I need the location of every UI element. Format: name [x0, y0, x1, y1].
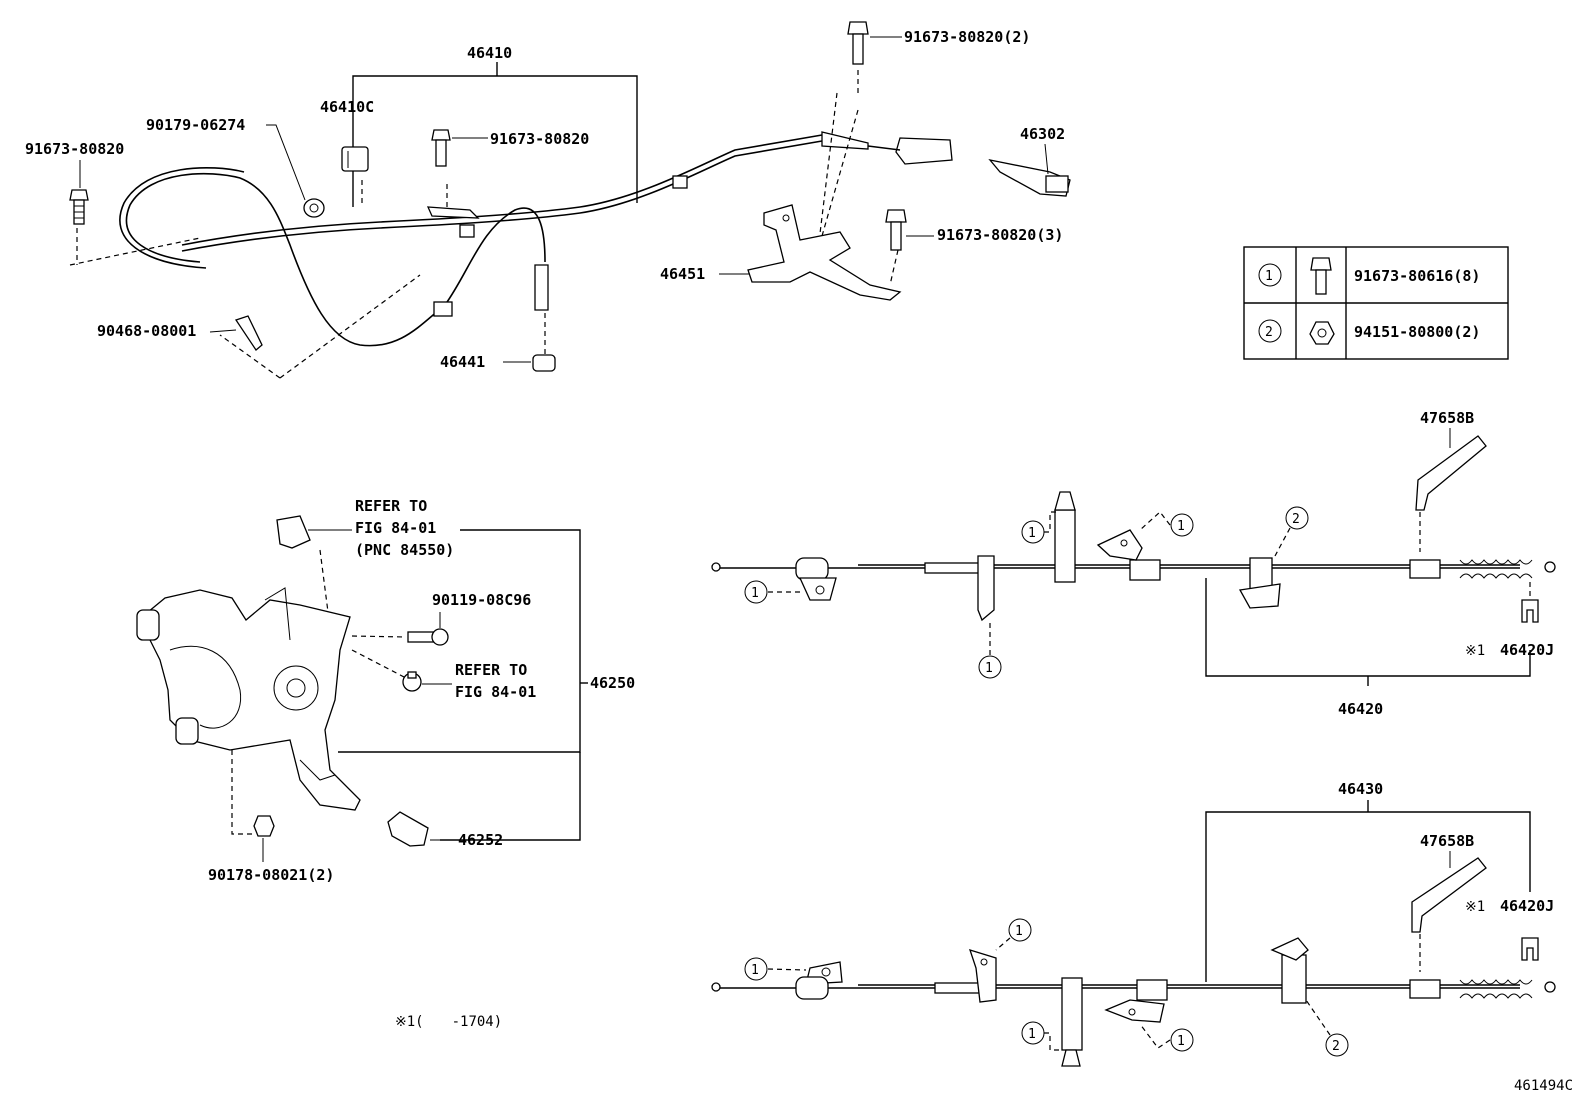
- label-46252[interactable]: 46252: [458, 831, 503, 849]
- nut-icon: [1309, 321, 1335, 345]
- label-46410[interactable]: 46410: [467, 44, 512, 62]
- callout-46430-2: 2: [1305, 999, 1349, 1057]
- svg-text:1: 1: [1028, 1027, 1036, 1042]
- label-91673-mid[interactable]: 91673-80820: [490, 130, 589, 148]
- svg-text:2: 2: [1332, 1039, 1340, 1054]
- bolt-91673-mid[interactable]: [431, 129, 451, 167]
- callout-46420-1d: 1: [1139, 511, 1194, 537]
- connector-46302[interactable]: [988, 159, 1071, 197]
- svg-text:1: 1: [985, 661, 993, 676]
- legend-part-2[interactable]: 94151-80800(2): [1354, 323, 1480, 341]
- label-46420[interactable]: 46420: [1338, 700, 1383, 718]
- label-91673-right3[interactable]: 91673-80820(3): [937, 226, 1063, 244]
- label-90178[interactable]: 90178-08021(2): [208, 866, 334, 884]
- label-46302[interactable]: 46302: [1020, 125, 1065, 143]
- refer-2-line1: REFER TO: [455, 661, 527, 679]
- mark-1-b: ※1: [1465, 899, 1485, 915]
- callout-46430-1a: 1: [744, 957, 807, 981]
- bolt-icon: [1310, 257, 1332, 295]
- label-47658B-a[interactable]: 47658B: [1420, 409, 1474, 427]
- bracket-46451[interactable]: [747, 204, 902, 301]
- clip-47658B-b[interactable]: [1411, 857, 1487, 933]
- pad-46252[interactable]: [387, 811, 429, 847]
- nut-90178[interactable]: [253, 815, 275, 837]
- nut-46441[interactable]: [532, 264, 556, 372]
- legend-num-1: 1: [1265, 269, 1273, 284]
- callout-46420-1b: 1: [978, 620, 1002, 679]
- clip-46420J-a[interactable]: [1521, 599, 1539, 623]
- label-46451[interactable]: 46451: [660, 265, 705, 283]
- callout-46430-1d: 1: [1139, 1023, 1194, 1052]
- diagram-id: 461494C: [1514, 1078, 1573, 1094]
- refer-2-line2: FIG 84-01: [455, 683, 536, 701]
- clip-90179[interactable]: [303, 198, 325, 218]
- bolt-91673-left[interactable]: [69, 189, 89, 225]
- bolt-90119[interactable]: [407, 628, 449, 646]
- label-91673-left[interactable]: 91673-80820: [25, 140, 124, 158]
- callout-46420-2: 2: [1274, 506, 1309, 557]
- cable-46420[interactable]: [711, 491, 1556, 622]
- refer-1-line3: (PNC 84550): [355, 541, 454, 559]
- callout-46430-1b: 1: [995, 918, 1032, 951]
- mark-1-a: ※1: [1465, 643, 1485, 659]
- refer-1-line1: REFER TO: [355, 497, 427, 515]
- label-46410C[interactable]: 46410C: [320, 98, 374, 116]
- label-46250[interactable]: 46250: [590, 674, 635, 692]
- legend-part-1[interactable]: 91673-80616(8): [1354, 267, 1480, 285]
- svg-text:1: 1: [1015, 924, 1023, 939]
- bolt-refer-84-01[interactable]: [402, 671, 422, 692]
- svg-text:1: 1: [751, 963, 759, 978]
- callout-46420-1c: 1: [1021, 511, 1060, 544]
- label-90468[interactable]: 90468-08001: [97, 322, 196, 340]
- clip-46420J-b[interactable]: [1521, 937, 1539, 961]
- pin-90468[interactable]: [234, 315, 263, 351]
- pedal-assembly-46250[interactable]: [136, 587, 361, 811]
- svg-text:1: 1: [1177, 1034, 1185, 1049]
- label-46430[interactable]: 46430: [1338, 780, 1383, 798]
- label-46441[interactable]: 46441: [440, 353, 485, 371]
- callout-46430-1c: 1: [1021, 1021, 1062, 1051]
- fastener-legend: 1 91673-80616(8) 2 94151-80800(2): [1243, 246, 1509, 360]
- label-91673-top[interactable]: 91673-80820(2): [904, 28, 1030, 46]
- label-46420J-b[interactable]: 46420J: [1500, 897, 1554, 915]
- cable-assembly-46410: 46410: [69, 44, 953, 379]
- bracket-mid: [426, 206, 480, 219]
- bolt-91673-right3[interactable]: [885, 209, 907, 251]
- callout-46420-1a: 1: [744, 580, 800, 604]
- bolt-91673-top[interactable]: [847, 21, 869, 65]
- svg-text:2: 2: [1292, 512, 1300, 527]
- switch-refer-84550[interactable]: [276, 515, 311, 549]
- label-90119[interactable]: 90119-08C96: [432, 591, 531, 609]
- grommet-46410C[interactable]: [341, 146, 369, 172]
- label-90179[interactable]: 90179-06274: [146, 116, 245, 134]
- clip-47658B-a[interactable]: [1415, 435, 1487, 511]
- refer-1-line2: FIG 84-01: [355, 519, 436, 537]
- svg-text:1: 1: [1028, 526, 1036, 541]
- cable-46430[interactable]: [711, 937, 1556, 1067]
- footnote: ※1( -1704): [395, 1014, 502, 1030]
- label-46420J-a[interactable]: 46420J: [1500, 641, 1554, 659]
- legend-num-2: 2: [1265, 325, 1273, 340]
- svg-text:1: 1: [751, 586, 759, 601]
- label-47658B-b[interactable]: 47658B: [1420, 832, 1474, 850]
- svg-text:1: 1: [1177, 519, 1185, 534]
